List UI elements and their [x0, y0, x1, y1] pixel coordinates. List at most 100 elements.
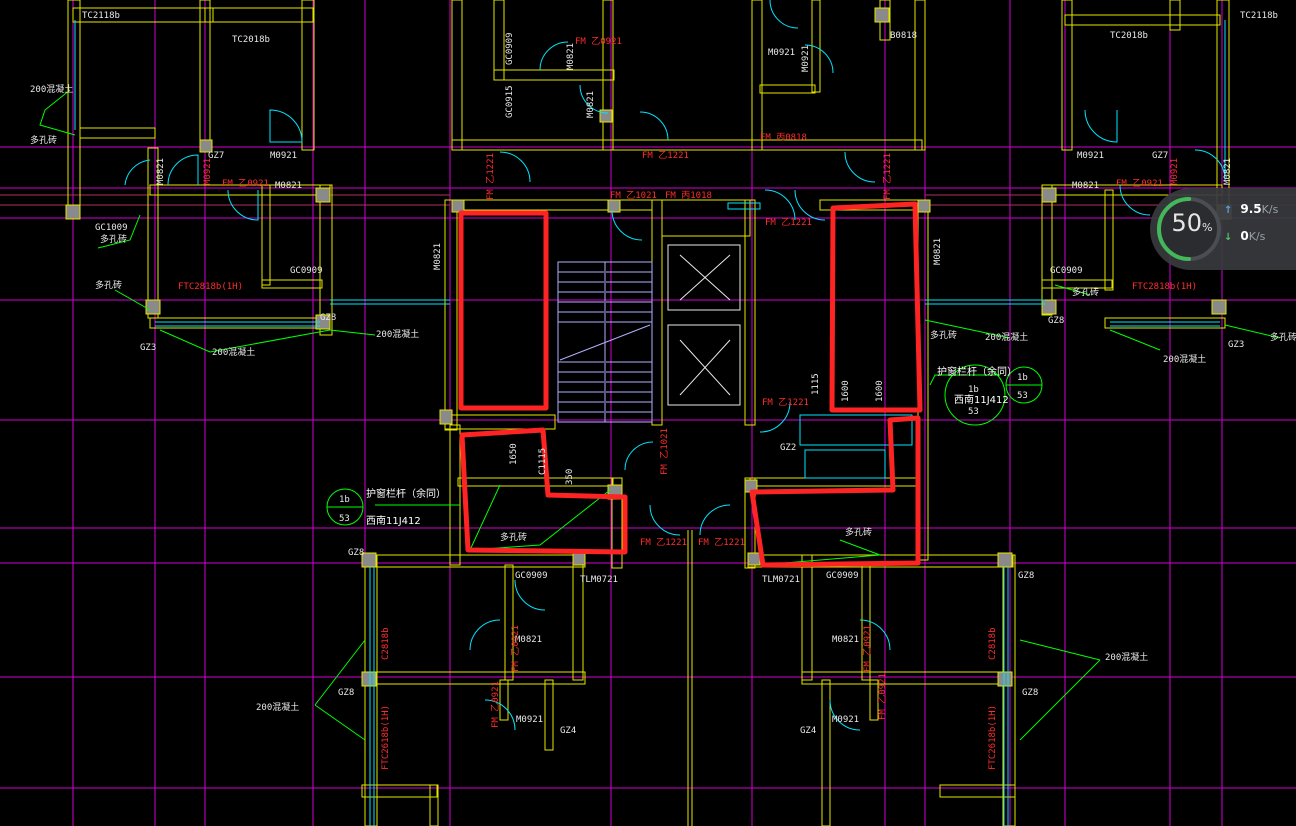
label-duokong-b: 多孔砖 — [100, 233, 127, 245]
markup-box-left-bottom — [459, 427, 628, 555]
label-detail-small: 1b — [968, 385, 979, 395]
label-fm-1221-core: FM 乙1221 — [765, 217, 812, 228]
label-fm-1221-br: FM 乙1221 — [698, 537, 745, 548]
label-m0921-e: M0921 — [832, 715, 859, 725]
label-gc0909-d: GC0909 — [826, 571, 859, 581]
label-fm-0921-vert-c: FM 乙0921 — [490, 681, 501, 728]
label-m0821-vert-c: M0821 — [156, 158, 166, 185]
label-fm-1221-top: FM 乙1221 — [642, 150, 689, 161]
label-gz7-left: GZ7 — [208, 151, 224, 161]
label-sheet-no-right: 53 — [1017, 391, 1028, 401]
label-tc2018b-left: TC2018b — [232, 35, 270, 45]
label-detail-no-left: 1b — [339, 495, 350, 505]
label-dim-1115: 1115 — [811, 373, 821, 395]
label-gz7-right: GZ7 — [1152, 151, 1168, 161]
label-gz8-c: GZ8 — [348, 548, 364, 558]
download-rate: ↓ 0K/s — [1224, 229, 1294, 243]
label-ftc2818b-left: FTC2818b(1H) — [178, 282, 243, 292]
label-wall-200-a: 200混凝土 — [30, 83, 73, 95]
label-railing-left: 护窗栏杆（余同） — [366, 487, 446, 500]
red-markup — [458, 201, 923, 568]
label-c2818b-left: C2818b — [381, 627, 391, 660]
label-duokong-h: 多孔砖 — [845, 526, 872, 538]
label-c1115-vert: C1115 — [538, 448, 548, 475]
label-fm-1221-vert-a: FM 乙1221 — [485, 153, 496, 200]
label-tlm0721-left: TLM0721 — [580, 575, 618, 585]
label-fm-1021-vert: FM 乙1021 — [659, 428, 670, 475]
label-duokong-f: 多孔砖 — [930, 329, 957, 341]
label-gz3-left: GZ3 — [140, 343, 156, 353]
label-atlas-right: 西南11J412 — [954, 393, 1009, 406]
label-fm-1221-bl: FM 乙1221 — [640, 537, 687, 548]
label-gc0909-a: GC0909 — [290, 266, 323, 276]
label-gz2: GZ2 — [780, 443, 796, 453]
label-gz8-f: GZ8 — [1022, 688, 1038, 698]
label-gc0915-vert: GC0915 — [505, 85, 515, 118]
markup-box-right-bottom — [749, 415, 921, 568]
label-tc2018b-right: TC2018b — [1110, 31, 1148, 41]
label-dim-350: 350 — [565, 469, 575, 485]
label-gz8-e: GZ8 — [338, 688, 354, 698]
label-fm-bing-1018: FM 丙1018 — [665, 190, 712, 201]
label-ftc2818b-right: FTC2818b(1H) — [1132, 282, 1197, 292]
label-duokong-a: 多孔砖 — [30, 134, 57, 146]
label-gz8-d: GZ8 — [1018, 571, 1034, 581]
label-detail-no-right: 1b — [1017, 373, 1028, 383]
label-b0818: B0818 — [890, 31, 917, 41]
label-fm-0921-vert-a: FM 乙0921 — [510, 625, 521, 672]
label-duokong-c: 多孔砖 — [95, 279, 122, 291]
label-dim-1600-a: 1600 — [841, 380, 851, 402]
label-atlas-left: 西南11J412 — [366, 514, 421, 527]
download-arrow-icon: ↓ — [1224, 232, 1233, 243]
markup-box-left-top — [458, 210, 549, 411]
label-ftc2618b-left: FTC2618b(1H) — [381, 705, 391, 770]
columns — [65, 7, 1232, 687]
label-fm-0921-b: FM 乙0921 — [575, 36, 622, 47]
label-fm-0921-vert-d: FM 乙0921 — [877, 673, 888, 720]
cpu-percent-readout: 50% — [1162, 209, 1222, 237]
cpu-percent-value: 50 — [1171, 209, 1203, 237]
label-tc2118b-right: TC2118b — [1240, 11, 1278, 21]
label-duokong-d: 多孔砖 — [1072, 286, 1099, 298]
upload-rate-value: 9.5 — [1240, 202, 1262, 216]
label-wall-200-f: 200混凝土 — [1105, 651, 1148, 663]
label-m0821-vert-e: M0821 — [566, 43, 576, 70]
label-fm-1221-vert-b: FM 乙1221 — [882, 153, 893, 200]
label-wall-200-d: 200混凝土 — [985, 331, 1028, 343]
network-monitor-widget[interactable]: 50% ↑9.5K/s ↓ 0K/s — [1150, 188, 1296, 270]
label-sheet-small: 53 — [968, 407, 979, 417]
label-railing-right: 护窗栏杆（余同） — [937, 365, 1017, 378]
label-gc0909-b: GC0909 — [1050, 266, 1083, 276]
label-dim-1650: 1650 — [509, 443, 519, 465]
label-fm-0921-a: FM 乙0921 — [222, 178, 269, 189]
download-rate-value: 0 — [1240, 229, 1249, 243]
label-m0921-vert-c: M0921 — [801, 45, 811, 72]
label-m0921-b: M0921 — [768, 48, 795, 58]
label-fm-1221-lobby: FM 乙1221 — [762, 397, 809, 408]
label-c2818b-right: C2818b — [988, 627, 998, 660]
label-gz8-b: GZ8 — [1048, 316, 1064, 326]
download-rate-unit: K/s — [1248, 230, 1266, 243]
label-gz3-right: GZ3 — [1228, 340, 1244, 350]
label-m0921-d: M0921 — [516, 715, 543, 725]
label-ftc2618b-right: FTC2618b(1H) — [988, 705, 998, 770]
label-m0821-vert-a: M0821 — [433, 243, 443, 270]
markup-box-right-top — [829, 201, 923, 413]
stair-and-elevators — [557, 244, 741, 826]
label-fm-0921-vert-b: FM 乙0921 — [862, 625, 873, 672]
label-m0821-a: M0821 — [275, 181, 302, 191]
label-wall-200-g: 200混凝土 — [256, 701, 299, 713]
upload-rate: ↑9.5K/s — [1224, 202, 1294, 216]
leader-lines — [39, 89, 1281, 741]
label-m0921-a: M0921 — [270, 151, 297, 161]
label-sheet-no-left: 53 — [339, 514, 350, 524]
label-m0921-vert-a: M0921 — [203, 158, 213, 185]
label-m0821-vert-b: M0821 — [933, 238, 943, 265]
detail-circles — [326, 364, 1043, 526]
label-duokong-e: 多孔砖 — [1270, 331, 1296, 343]
door-swings — [124, 0, 1226, 731]
label-fm-bing-0818: FM 丙0818 — [760, 132, 807, 143]
label-m0821-d: M0821 — [832, 635, 859, 645]
